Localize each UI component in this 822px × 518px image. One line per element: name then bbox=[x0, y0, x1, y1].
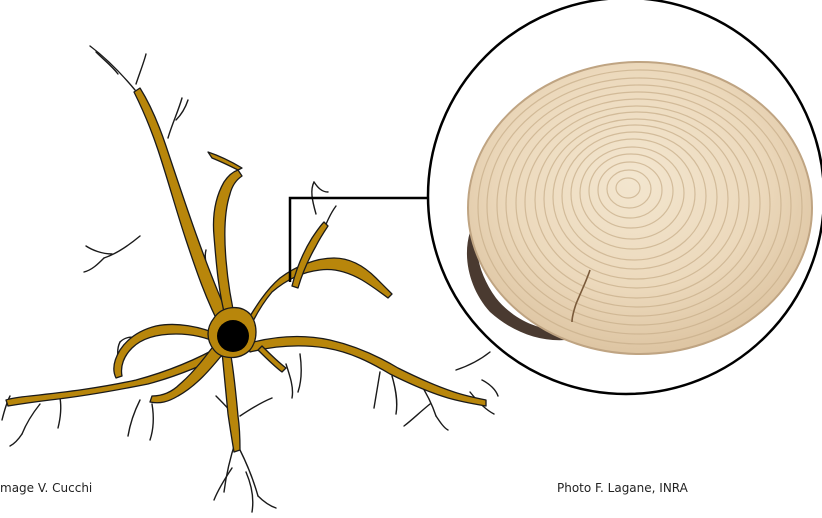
fine-rootlets bbox=[2, 46, 498, 512]
illustration-credit: mage V. Cucchi bbox=[0, 481, 92, 495]
photo-credit: Photo F. Lagane, INRA bbox=[557, 481, 688, 495]
root-collar-dot bbox=[217, 320, 249, 352]
main-roots bbox=[6, 88, 486, 452]
stump-cross-section-photo bbox=[428, 0, 822, 394]
root-system-illustration bbox=[2, 46, 498, 512]
